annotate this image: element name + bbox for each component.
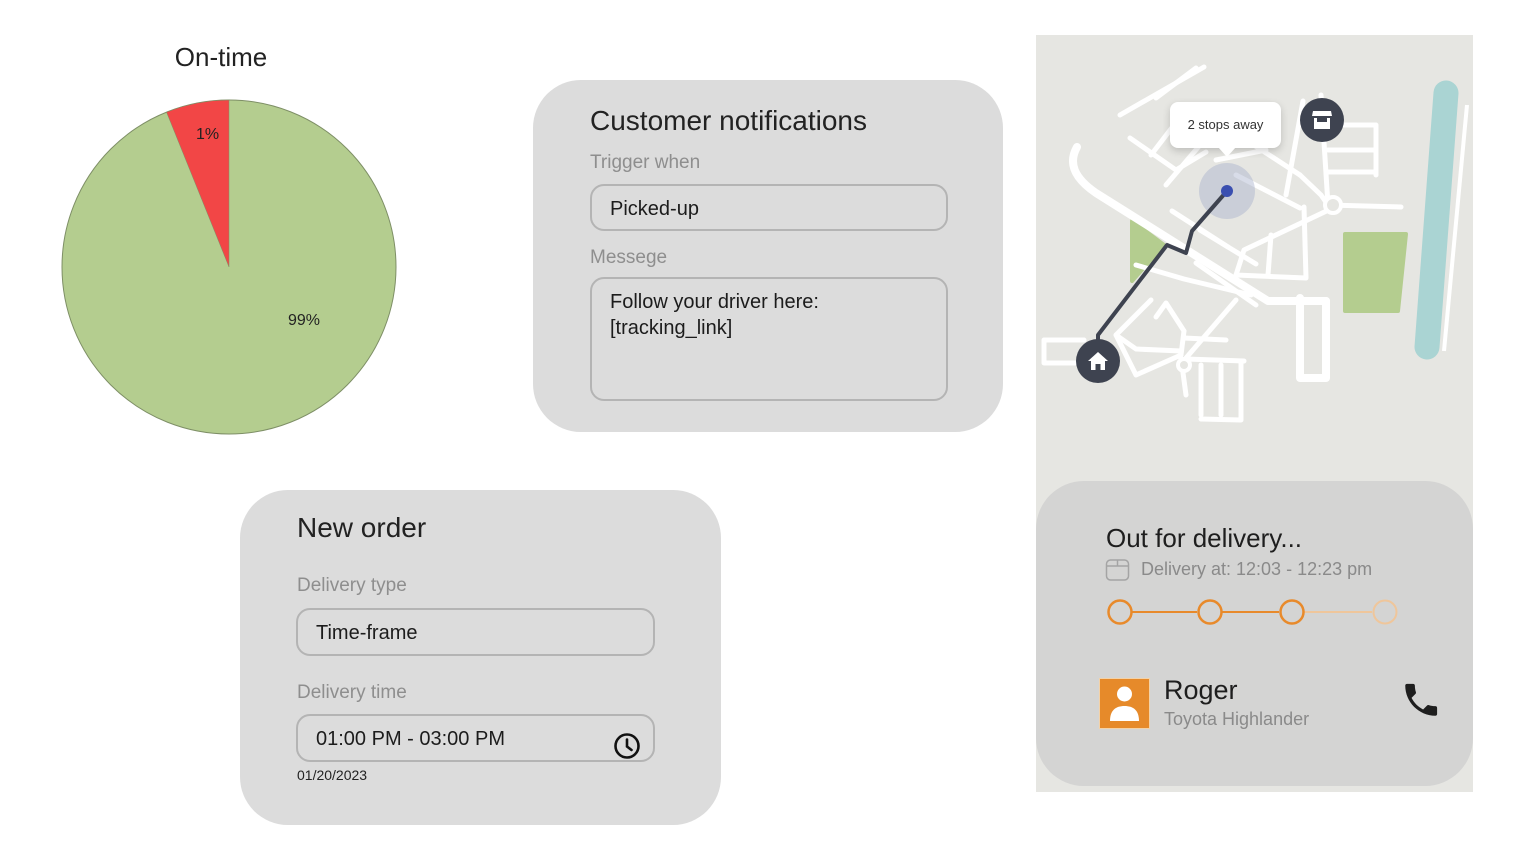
customer-notifications-card: Customer notifications Trigger when Pick… — [533, 80, 1003, 432]
home-pin[interactable] — [1076, 339, 1120, 383]
pie-graphic — [61, 99, 397, 435]
delivery-time-value: 01:00 PM - 03:00 PM — [316, 728, 505, 750]
package-icon — [1105, 559, 1130, 581]
delivery-tracking-panel: 2 stops away Out for delivery... Deliver… — [1036, 35, 1473, 792]
message-label: Messege — [590, 247, 668, 268]
progress-step-4 — [1372, 599, 1398, 625]
user-icon — [1110, 686, 1139, 721]
delivery-type-label: Delivery type — [297, 575, 407, 596]
trigger-select[interactable]: Picked-up — [590, 184, 948, 231]
driver-vehicle: Toyota Highlander — [1164, 709, 1310, 729]
chart-title: On-time — [174, 42, 268, 72]
slice-label-on-time: 99% — [288, 312, 321, 329]
slice-label-late: 1% — [196, 126, 220, 143]
delivery-progress — [1107, 599, 1398, 625]
message-textarea[interactable]: Follow your driver here: [tracking_link] — [590, 277, 948, 401]
delivery-time-input[interactable]: 01:00 PM - 03:00 PM — [296, 714, 655, 762]
delivery-status-card: Out for delivery... Delivery at: 12:03 -… — [1036, 481, 1473, 786]
pie-slice-late — [166, 99, 230, 268]
park-large — [1343, 232, 1408, 313]
delivery-status-title: Out for delivery... — [1106, 523, 1303, 553]
delivery-type-value: Time-frame — [316, 622, 418, 644]
trigger-value: Picked-up — [610, 198, 699, 220]
store-pin[interactable] — [1300, 98, 1344, 142]
trigger-label: Trigger when — [590, 152, 701, 173]
home-icon — [1088, 352, 1108, 370]
delivery-time-label: Delivery time — [297, 682, 407, 703]
card-title: New order — [297, 512, 427, 543]
on-time-pie-chart: On-time 1% 99% — [56, 40, 402, 440]
clock-icon[interactable] — [613, 732, 641, 760]
driver-avatar — [1099, 678, 1150, 729]
phone-icon[interactable] — [1400, 679, 1442, 721]
progress-step-1 — [1107, 599, 1133, 625]
message-value: Follow your driver here: [tracking_link] — [610, 291, 819, 339]
delivery-window: Delivery at: 12:03 - 12:23 pm — [1141, 559, 1373, 579]
driver-location-dot — [1221, 185, 1233, 197]
store-icon — [1312, 111, 1332, 129]
delivery-type-select[interactable]: Time-frame — [296, 608, 655, 656]
river — [1414, 80, 1459, 360]
card-title: Customer notifications — [590, 105, 868, 136]
driver-name: Roger — [1164, 675, 1238, 705]
progress-step-2 — [1197, 599, 1223, 625]
progress-step-3 — [1279, 599, 1305, 625]
new-order-card: New order Delivery type Time-frame Deliv… — [240, 490, 721, 825]
stops-away-tooltip: 2 stops away — [1170, 102, 1281, 157]
route-line — [1096, 189, 1229, 353]
delivery-date: 01/20/2023 — [297, 767, 368, 783]
